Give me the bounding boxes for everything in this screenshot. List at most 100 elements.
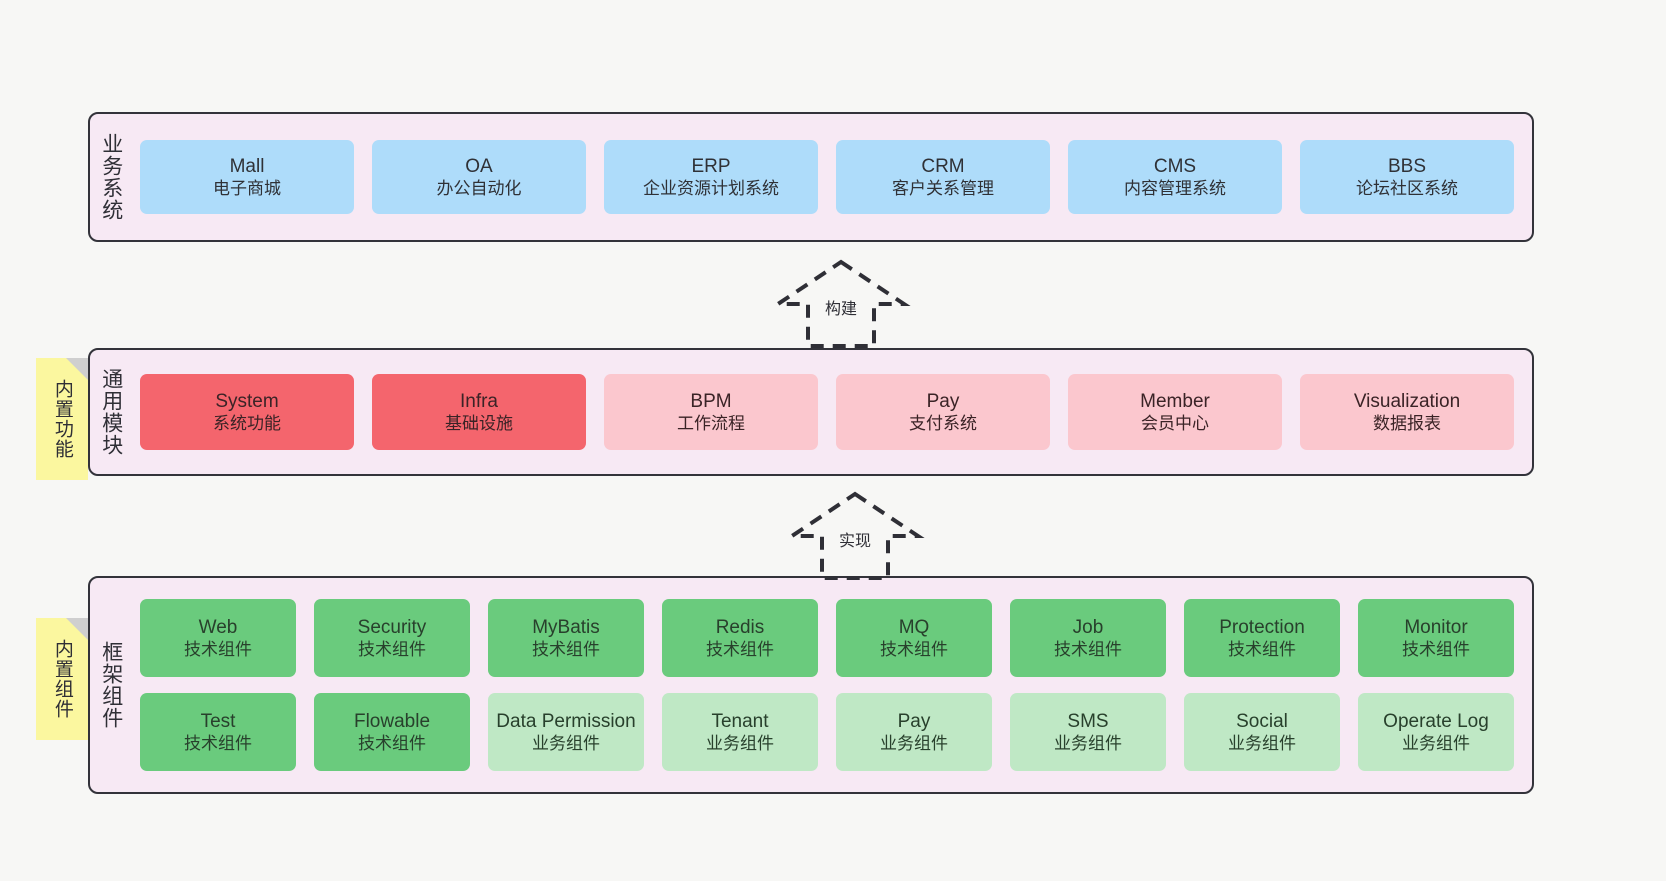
card-title: Data Permission: [496, 710, 636, 732]
card-title: BBS: [1387, 155, 1427, 177]
card-subtitle: 办公自动化: [436, 179, 522, 199]
card-title: Test: [200, 710, 236, 732]
card-title: Monitor: [1404, 616, 1468, 638]
note-label: 内置组件: [51, 639, 73, 719]
card-title: Member: [1140, 390, 1210, 412]
card-subtitle: 业务组件: [532, 734, 600, 754]
note-label: 内置功能: [51, 379, 73, 459]
card-redis[interactable]: Redis 技术组件: [662, 599, 818, 677]
section-label-business: 业务系统: [99, 133, 123, 221]
card-infra[interactable]: Infra 基础设施: [372, 374, 586, 450]
card-social[interactable]: Social 业务组件: [1184, 693, 1340, 771]
arrow-label-build: 构建: [821, 294, 861, 320]
card-title: Social: [1236, 710, 1288, 732]
card-subtitle: 业务组件: [1402, 734, 1470, 754]
card-title: OA: [465, 155, 493, 177]
card-title: MQ: [898, 616, 930, 638]
card-title: Operate Log: [1383, 710, 1489, 732]
card-subtitle: 技术组件: [880, 640, 948, 660]
card-title: ERP: [691, 155, 731, 177]
card-flowable[interactable]: Flowable 技术组件: [314, 693, 470, 771]
card-subtitle: 技术组件: [358, 734, 426, 754]
card-subtitle: 技术组件: [1402, 640, 1470, 660]
card-mall[interactable]: Mall 电子商城: [140, 140, 354, 214]
card-tenant[interactable]: Tenant 业务组件: [662, 693, 818, 771]
card-subtitle: 支付系统: [909, 414, 977, 434]
section-business-systems: 业务系统 Mall 电子商城 OA 办公自动化 ERP 企业资源计划系统 CRM…: [88, 112, 1534, 242]
card-title: SMS: [1067, 710, 1109, 732]
card-monitor[interactable]: Monitor 技术组件: [1358, 599, 1514, 677]
card-subtitle: 技术组件: [706, 640, 774, 660]
card-system[interactable]: System 系统功能: [140, 374, 354, 450]
framework-card-row-business: Test 技术组件 Flowable 技术组件 Data Permission …: [140, 693, 1514, 771]
card-web[interactable]: Web 技术组件: [140, 599, 296, 677]
section-label-common: 通用模块: [99, 368, 123, 456]
card-bpm[interactable]: BPM 工作流程: [604, 374, 818, 450]
card-job[interactable]: Job 技术组件: [1010, 599, 1166, 677]
card-subtitle: 技术组件: [184, 640, 252, 660]
card-security[interactable]: Security 技术组件: [314, 599, 470, 677]
section-body-common: System 系统功能 Infra 基础设施 BPM 工作流程 Pay 支付系统…: [132, 350, 1532, 474]
card-title: Protection: [1219, 616, 1305, 638]
section-body-framework: Web 技术组件 Security 技术组件 MyBatis 技术组件 Redi…: [132, 578, 1532, 792]
card-title: BPM: [690, 390, 732, 412]
card-subtitle: 业务组件: [706, 734, 774, 754]
card-mybatis[interactable]: MyBatis 技术组件: [488, 599, 644, 677]
common-card-row: System 系统功能 Infra 基础设施 BPM 工作流程 Pay 支付系统…: [140, 374, 1514, 450]
card-member[interactable]: Member 会员中心: [1068, 374, 1282, 450]
framework-card-row-technical: Web 技术组件 Security 技术组件 MyBatis 技术组件 Redi…: [140, 599, 1514, 677]
card-subtitle: 技术组件: [184, 734, 252, 754]
card-subtitle: 系统功能: [213, 414, 281, 434]
card-title: Visualization: [1353, 390, 1461, 412]
sticky-note-builtin-functions: 内置功能: [36, 358, 88, 480]
section-label-framework: 框架组件: [99, 641, 123, 729]
card-data-permission[interactable]: Data Permission 业务组件: [488, 693, 644, 771]
sticky-note-builtin-components: 内置组件: [36, 618, 88, 740]
card-subtitle: 技术组件: [532, 640, 600, 660]
card-subtitle: 客户关系管理: [892, 179, 994, 199]
card-pay-component[interactable]: Pay 业务组件: [836, 693, 992, 771]
arrow-label-implement: 实现: [835, 526, 875, 552]
section-common-modules: 通用模块 System 系统功能 Infra 基础设施 BPM 工作流程 Pay…: [88, 348, 1534, 476]
card-title: CMS: [1153, 155, 1197, 177]
card-subtitle: 企业资源计划系统: [643, 179, 779, 199]
card-erp[interactable]: ERP 企业资源计划系统: [604, 140, 818, 214]
card-protection[interactable]: Protection 技术组件: [1184, 599, 1340, 677]
card-subtitle: 电子商城: [213, 179, 281, 199]
card-subtitle: 会员中心: [1141, 414, 1209, 434]
card-sms[interactable]: SMS 业务组件: [1010, 693, 1166, 771]
card-operate-log[interactable]: Operate Log 业务组件: [1358, 693, 1514, 771]
card-subtitle: 业务组件: [1054, 734, 1122, 754]
card-title: Tenant: [711, 710, 769, 732]
card-title: Security: [357, 616, 427, 638]
card-title: CRM: [921, 155, 965, 177]
card-title: Infra: [459, 390, 499, 412]
card-title: Pay: [926, 390, 960, 412]
card-subtitle: 内容管理系统: [1124, 179, 1226, 199]
card-bbs[interactable]: BBS 论坛社区系统: [1300, 140, 1514, 214]
card-subtitle: 数据报表: [1373, 414, 1441, 434]
business-card-row: Mall 电子商城 OA 办公自动化 ERP 企业资源计划系统 CRM 客户关系…: [140, 140, 1514, 214]
card-subtitle: 工作流程: [677, 414, 745, 434]
card-test[interactable]: Test 技术组件: [140, 693, 296, 771]
card-subtitle: 技术组件: [1228, 640, 1296, 660]
card-cms[interactable]: CMS 内容管理系统: [1068, 140, 1282, 214]
card-pay-module[interactable]: Pay 支付系统: [836, 374, 1050, 450]
card-oa[interactable]: OA 办公自动化: [372, 140, 586, 214]
section-framework-components: 框架组件 Web 技术组件 Security 技术组件 MyBatis 技术组件…: [88, 576, 1534, 794]
card-crm[interactable]: CRM 客户关系管理: [836, 140, 1050, 214]
card-subtitle: 基础设施: [445, 414, 513, 434]
card-subtitle: 技术组件: [1054, 640, 1122, 660]
card-title: System: [215, 390, 279, 412]
card-title: Flowable: [353, 710, 431, 732]
card-title: Mall: [229, 155, 265, 177]
generalization-arrow-implement: 实现: [770, 490, 940, 582]
card-visualization[interactable]: Visualization 数据报表: [1300, 374, 1514, 450]
card-title: Web: [198, 616, 238, 638]
card-subtitle: 技术组件: [358, 640, 426, 660]
card-title: Redis: [715, 616, 765, 638]
section-body-business: Mall 电子商城 OA 办公自动化 ERP 企业资源计划系统 CRM 客户关系…: [132, 114, 1532, 240]
card-title: MyBatis: [532, 616, 600, 638]
card-mq[interactable]: MQ 技术组件: [836, 599, 992, 677]
